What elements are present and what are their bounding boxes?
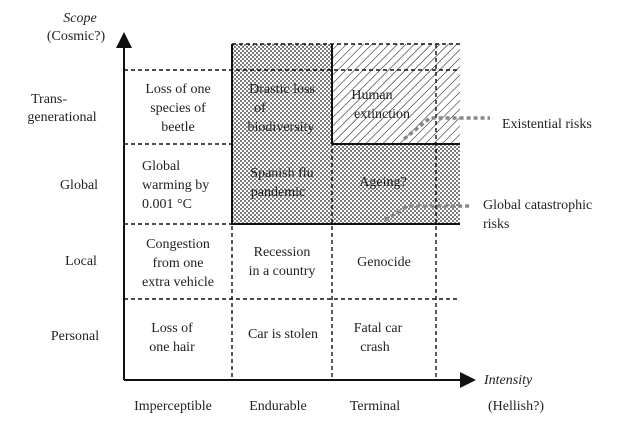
region-borders xyxy=(231,44,460,225)
cell-local-endurable: Recession in a country xyxy=(249,245,316,279)
svg-text:Recession: Recession xyxy=(254,245,311,260)
svg-text:Loss of: Loss of xyxy=(151,321,193,336)
svg-text:extra vehicle: extra vehicle xyxy=(142,275,214,290)
cell-global-imperceptible: Global warming by 0.001 °C xyxy=(142,159,209,212)
svg-text:beetle: beetle xyxy=(161,120,194,135)
svg-text:Fatal car: Fatal car xyxy=(354,321,403,336)
svg-text:one hair: one hair xyxy=(149,340,195,355)
y-level-global: Global xyxy=(60,178,98,193)
y-level-trans-1: Trans- xyxy=(31,92,67,107)
x-axis-title: Intensity xyxy=(483,373,533,388)
cell-global-terminal: Ageing? xyxy=(359,175,406,190)
y-level-trans-2: generational xyxy=(27,110,96,125)
svg-text:of: of xyxy=(254,101,266,116)
x-level-terminal: Terminal xyxy=(350,399,400,414)
catastrophic-pointer-line xyxy=(384,204,470,222)
cell-local-terminal: Genocide xyxy=(357,255,411,270)
x-level-imperceptible: Imperceptible xyxy=(134,399,212,414)
existential-hatched-region xyxy=(332,44,460,144)
cell-trans-endurable: Drastic loss of biodiversity xyxy=(248,82,315,135)
svg-text:in a country: in a country xyxy=(249,264,316,279)
svg-text:Car is stolen: Car is stolen xyxy=(248,327,318,342)
existential-pointer-line xyxy=(402,116,490,141)
svg-text:extinction: extinction xyxy=(354,107,410,122)
cell-personal-terminal: Fatal car crash xyxy=(354,321,403,355)
y-axis-title-sub: (Cosmic?) xyxy=(47,29,106,44)
svg-text:biodiversity: biodiversity xyxy=(248,120,315,135)
y-axis-title: Scope xyxy=(63,11,96,26)
svg-text:species of: species of xyxy=(150,101,206,116)
svg-text:Human: Human xyxy=(351,88,392,103)
svg-text:Loss of one: Loss of one xyxy=(145,82,210,97)
cell-global-endurable: Spanish flu pandemic xyxy=(250,166,313,200)
svg-text:Congestion: Congestion xyxy=(146,237,210,252)
svg-text:Spanish flu: Spanish flu xyxy=(250,166,313,181)
svg-text:Drastic loss: Drastic loss xyxy=(249,82,315,97)
catastrophic-risks-label-2: risks xyxy=(483,217,509,232)
cell-personal-imperceptible: Loss of one hair xyxy=(149,321,195,355)
catastrophic-risks-label-1: Global catastrophic xyxy=(483,198,592,213)
y-level-local: Local xyxy=(65,254,97,269)
svg-text:warming by: warming by xyxy=(142,178,209,193)
y-level-personal: Personal xyxy=(51,329,99,344)
svg-text:pandemic: pandemic xyxy=(251,185,305,200)
svg-text:crash: crash xyxy=(360,340,390,355)
cell-personal-endurable: Car is stolen xyxy=(248,327,318,342)
cell-trans-imperceptible: Loss of one species of beetle xyxy=(145,82,210,135)
svg-text:0.001 °C: 0.001 °C xyxy=(142,197,192,212)
x-level-endurable: Endurable xyxy=(249,399,307,414)
x-level-hellish: (Hellish?) xyxy=(488,399,544,414)
existential-risks-label: Existential risks xyxy=(502,117,592,132)
cell-trans-terminal: Human extinction xyxy=(351,88,410,122)
svg-text:Genocide: Genocide xyxy=(357,255,411,270)
svg-text:from one: from one xyxy=(153,256,204,271)
svg-text:Ageing?: Ageing? xyxy=(359,175,406,190)
cell-local-imperceptible: Congestion from one extra vehicle xyxy=(142,237,214,290)
svg-text:Global: Global xyxy=(142,159,180,174)
